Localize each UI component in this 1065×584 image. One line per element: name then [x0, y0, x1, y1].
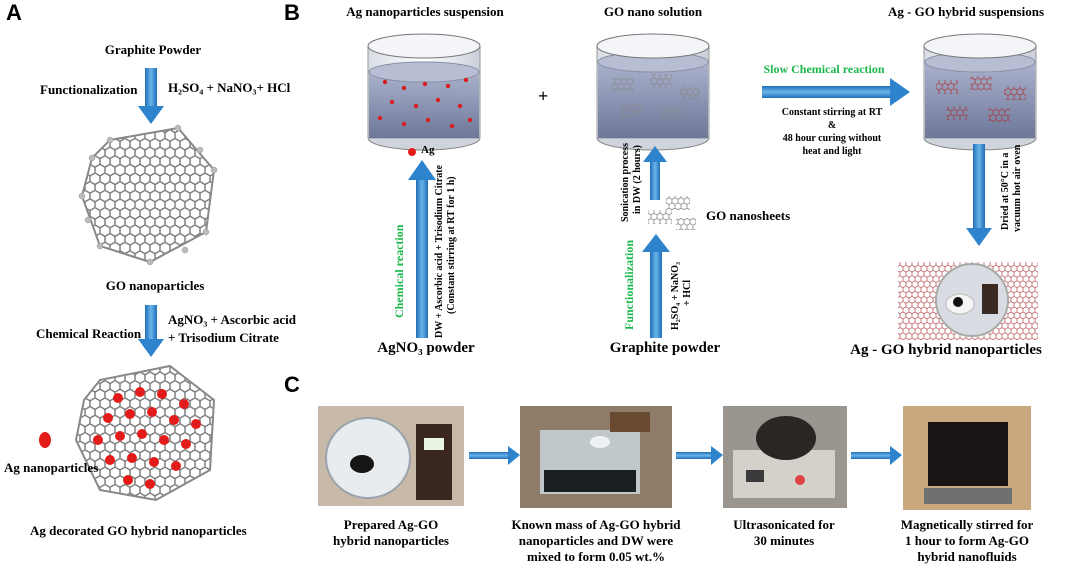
hybrid-suspension-title: Ag - GO hybrid suspensions [887, 4, 1045, 19]
beaker-go [596, 33, 710, 151]
agno3-powder-label: AgNO₃ powder [377, 340, 475, 356]
stirring-line3: 48 hour curing without [782, 133, 882, 144]
ag-particle-icon [39, 432, 51, 448]
arrow-sheets-up [643, 146, 667, 200]
go-sheet-molecule [78, 124, 218, 266]
step-4-line2: 1 hour to form Ag-GO [905, 533, 1029, 548]
slow-reaction-label: Slow Chemical reaction [763, 62, 885, 76]
step-4-line1: Magnetically stirred for [900, 517, 1034, 532]
ag-dots [93, 387, 201, 489]
sonication-line1: Sonication process [620, 143, 631, 222]
step-2-line1: Known mass of Ag-GO hybrid [511, 517, 681, 532]
chemical-reaction-vertical: Chemical reaction [392, 224, 406, 318]
step-2-line3: mixed to form 0.05 wt.% [527, 549, 665, 564]
panel-b-label: B [284, 0, 300, 25]
photo-step-1 [318, 406, 464, 506]
ag-suspension-title: Ag nanoparticles suspension [346, 4, 504, 19]
chemical-reaction-label: Chemical Reaction [36, 326, 142, 341]
dried-line1: Dried at 50°C in a [1000, 152, 1011, 230]
arrow-slow-reaction [762, 78, 910, 106]
step-3-line1: Ultrasonicated for [733, 517, 835, 532]
photo-step-2 [520, 406, 672, 508]
arrow-agno3-up [408, 160, 436, 338]
arrow-c2 [676, 446, 723, 465]
beaker-ag [367, 33, 481, 151]
photo-step-4 [903, 406, 1031, 510]
ag-dot-icon [408, 148, 416, 156]
functionalization-vertical: Functionalization [622, 239, 636, 330]
hybrid-nanoparticles-label: Ag - GO hybrid nanoparticles [850, 342, 1042, 358]
photo-step-3 [723, 406, 847, 508]
stirring-line2: & [827, 120, 837, 131]
graphite-powder-b-label: Graphite powder [609, 340, 721, 356]
arrow-c3 [851, 446, 902, 465]
reagents-2-line1: AgNO₃ + Ascorbic acid [168, 312, 296, 327]
go-nanosheets-label: GO nanosheets [706, 208, 791, 223]
step-4-caption: Magnetically stirred for 1 hour to form … [876, 517, 1058, 565]
panel-a-label: A [6, 0, 22, 25]
go-solution-title: GO nano solution [603, 4, 703, 19]
step-1-caption: Prepared Ag-GO hybrid nanoparticles [306, 517, 476, 549]
arrow-graphite-up [642, 234, 670, 338]
step-4-line3: hybrid nanofluids [917, 549, 1017, 564]
arrow-dried-down [966, 144, 992, 246]
functionalization-label: Functionalization [40, 82, 138, 97]
dw-line1: DW + Ascorbic acid + Trisodium Citrate [434, 164, 445, 338]
step-3-line2: 30 minutes [753, 533, 815, 548]
step-3-caption: Ultrasonicated for 30 minutes [714, 517, 854, 549]
step-2-line2: nanoparticles and DW were [518, 533, 674, 548]
go-nanoparticles-label: GO nanoparticles [105, 278, 205, 293]
dw-line2: (Constant stirring at RT for 1 h) [446, 176, 457, 314]
go-nanosheets-icon [648, 196, 696, 230]
arrow-a1 [138, 68, 164, 124]
stirring-line1: Constant stirring at RT [781, 107, 883, 118]
reagents-2-line2: + Trisodium Citrate [168, 330, 279, 345]
sonication-line2: in DW (2 hours) [632, 145, 643, 214]
stirring-line4: heat and light [802, 146, 862, 157]
reagents-b-line1: H₂SO₄ + NaNO₃ [670, 261, 681, 330]
beaker-hybrid [923, 33, 1037, 151]
reagents-1-label: H₂SO₄ + NaNO₃+ HCl [168, 80, 291, 95]
ag-label: Ag [421, 144, 435, 156]
hybrid-nanoparticles-image [898, 262, 1038, 340]
ag-decorated-go-label: Ag decorated GO hybrid nanoparticles [30, 523, 247, 538]
ag-go-sheet-molecule [74, 364, 216, 502]
ag-nanoparticles-label: Ag nanoparticles [4, 460, 99, 475]
step-2-caption: Known mass of Ag-GO hybrid nanoparticles… [488, 517, 704, 565]
arrow-a2 [138, 305, 164, 357]
plus-sign: + [538, 86, 549, 106]
step-1-line2: hybrid nanoparticles [333, 533, 449, 548]
reagents-b-line2: + HCl [682, 280, 693, 306]
step-1-line1: Prepared Ag-GO [343, 517, 439, 532]
panel-c-label: C [284, 372, 300, 397]
stirring-text: Constant stirring at RT & 48 hour curing… [750, 106, 914, 158]
dried-line2: vacuum hot air oven [1012, 144, 1023, 232]
arrow-c1 [469, 446, 520, 465]
graphite-powder-label: Graphite Powder [104, 42, 202, 57]
